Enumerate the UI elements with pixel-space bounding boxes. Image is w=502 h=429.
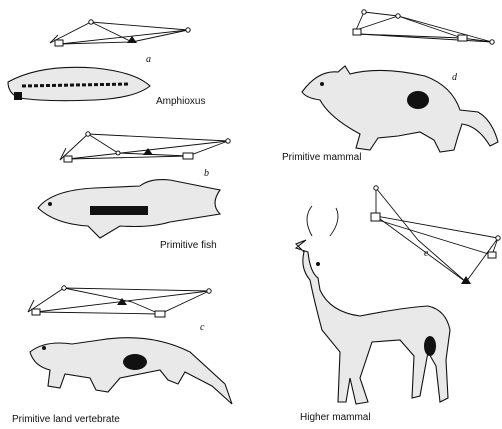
caption-primitive-mammal: Primitive mammal [282, 152, 361, 163]
panel-letter-a: a [146, 54, 151, 65]
panel-letter-b: b [204, 168, 209, 179]
primitive-land-vertebrate-drawing [30, 338, 232, 404]
schema-c [28, 286, 211, 317]
primitive-fish-drawing [38, 180, 220, 238]
panel-letter-e: e [424, 248, 429, 259]
schema-a [50, 20, 190, 46]
panel-letter-d: d [452, 72, 458, 83]
higher-mammal-drawing [296, 206, 450, 404]
schema-d [353, 10, 494, 44]
panel-e: e Higher mammal [296, 186, 500, 423]
caption-higher-mammal: Higher mammal [300, 412, 371, 423]
caption-primitive-fish: Primitive fish [160, 240, 217, 251]
primitive-mammal-drawing [302, 66, 498, 152]
amphioxus-drawing [8, 67, 150, 100]
panel-letter-c: c [200, 322, 205, 333]
panel-a: a Amphioxus [8, 20, 205, 107]
schema-b [60, 132, 230, 162]
caption-primitive-land-vertebrate: Primitive land vertebrate [12, 414, 120, 425]
panel-b: b Primitive fish [38, 132, 230, 251]
caption-amphioxus: Amphioxus [156, 96, 205, 107]
panel-c: c Primitive land vertebrate [12, 286, 232, 425]
panel-d: d Primitive mammal [282, 10, 498, 163]
schema-e [371, 186, 500, 284]
